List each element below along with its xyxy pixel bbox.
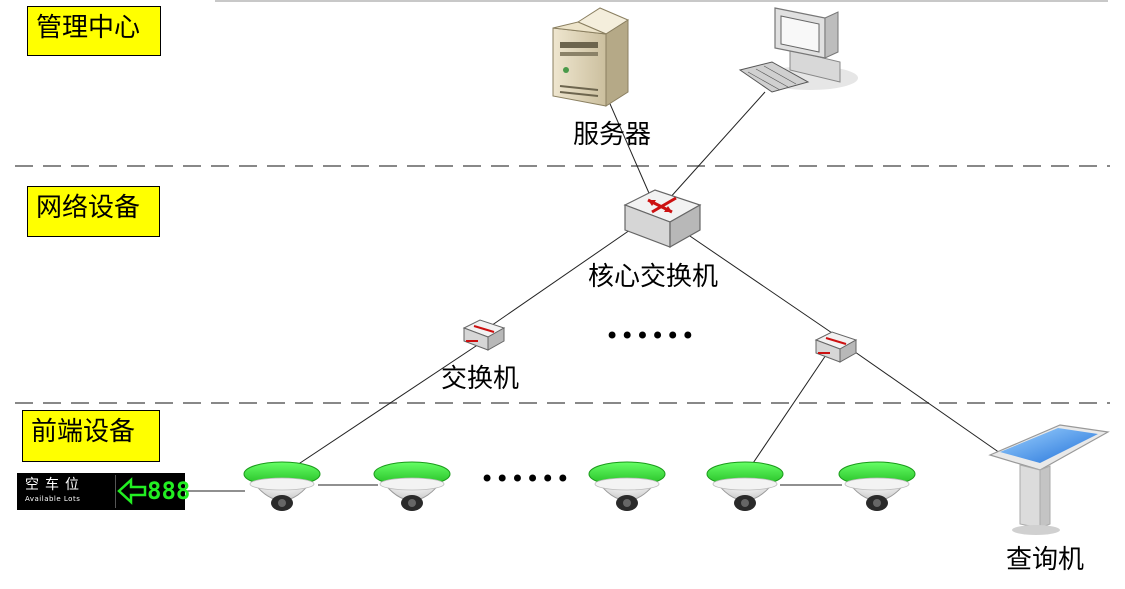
sign-divider — [115, 475, 116, 508]
core-switch-icon — [623, 189, 702, 249]
connection-lines — [185, 57, 1001, 492]
parking-sign: 空车位 Available Lots 888 — [17, 473, 190, 510]
switch-icon — [462, 319, 506, 351]
left-arrow-icon — [117, 477, 147, 505]
zone-label-network: 网络设备 — [27, 186, 160, 237]
switch-label: 交换机 — [441, 364, 520, 394]
core-switch-label: 核心交换机 — [588, 262, 719, 292]
ellipsis-switches: •••••• — [605, 322, 696, 350]
camera-icon — [373, 461, 451, 511]
sign-digits: 888 — [147, 477, 191, 505]
switch-icon-right — [814, 331, 858, 363]
camera-icon — [838, 461, 916, 511]
zone-label-management: 管理中心 — [27, 6, 161, 56]
camera-icon — [706, 461, 784, 511]
server-label: 服务器 — [573, 120, 652, 150]
zone-label-frontend: 前端设备 — [22, 410, 160, 462]
kiosk-label: 查询机 — [1006, 545, 1085, 575]
sign-subtitle: Available Lots — [25, 495, 81, 503]
sign-title: 空车位 — [25, 477, 85, 493]
camera-icon — [588, 461, 666, 511]
camera-icon — [243, 461, 321, 511]
ellipsis-cameras: •••••• — [480, 465, 571, 493]
computer-icon — [738, 7, 858, 93]
kiosk-icon — [988, 424, 1110, 535]
server-icon — [552, 7, 630, 107]
